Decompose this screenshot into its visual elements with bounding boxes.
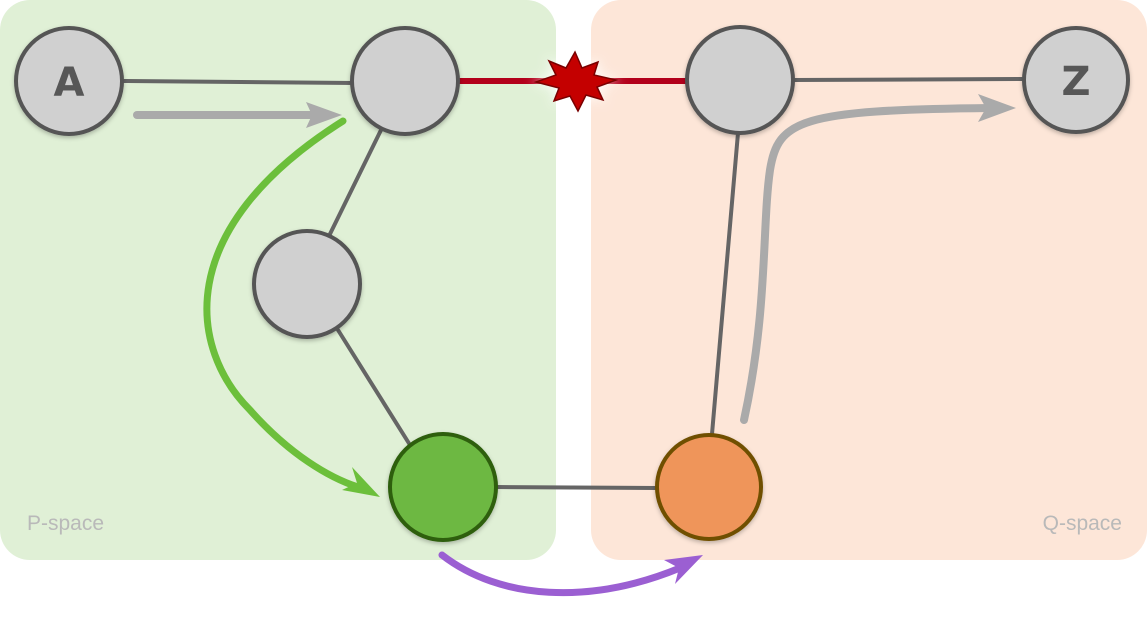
node-z <box>1022 26 1130 134</box>
node-p-hub <box>350 26 460 136</box>
broken-link <box>458 48 690 114</box>
node-z-label: Z <box>1061 59 1090 105</box>
node-gateway-green <box>388 432 498 542</box>
flow-arrow-gray-right <box>740 94 1016 424</box>
edge-q-hub-to-z <box>791 77 1029 82</box>
node-a-label: A <box>54 60 85 106</box>
flow-arrow-green <box>203 117 380 497</box>
node-a <box>14 26 124 136</box>
q-space-region <box>591 0 1147 560</box>
q-space-label: Q-space <box>1043 512 1122 535</box>
edge-green-to-orange <box>495 485 659 490</box>
break-burst-icon <box>533 50 619 113</box>
edge-p-middle-to-green <box>336 328 412 447</box>
p-space-label: P-space <box>27 512 104 535</box>
edge-a-to-p-hub <box>120 79 357 85</box>
edge-p-hub-to-p-middle <box>328 126 384 236</box>
edge-orange-to-q-hub <box>710 131 740 436</box>
node-gateway-orange <box>655 433 763 541</box>
flow-arrow-gray-left <box>133 102 342 128</box>
node-p-middle <box>252 229 362 339</box>
node-q-hub <box>685 25 795 135</box>
flow-arrow-purple <box>438 551 703 597</box>
